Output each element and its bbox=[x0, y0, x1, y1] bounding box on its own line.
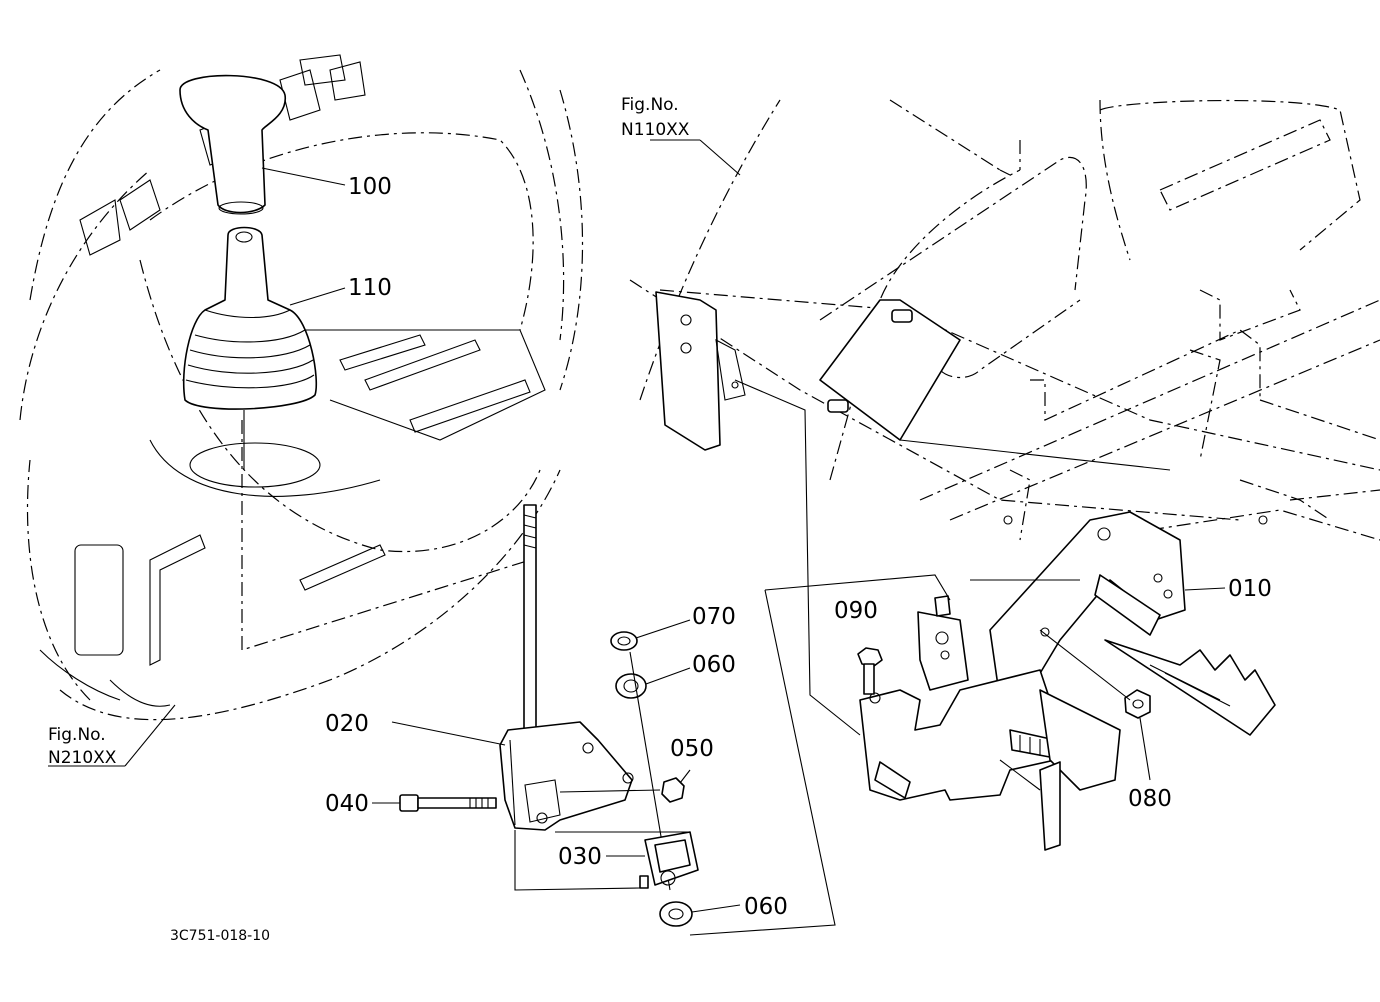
bracket-guide bbox=[514, 830, 641, 891]
callout-060-upper: 060 bbox=[692, 652, 736, 678]
leader-100 bbox=[261, 167, 346, 186]
axis-nut-080 bbox=[1039, 629, 1131, 701]
leader-070 bbox=[635, 619, 691, 639]
frame-outline bbox=[629, 99, 1380, 541]
washer-070 bbox=[610, 631, 638, 651]
washer-060-lower bbox=[659, 901, 693, 927]
leader-020 bbox=[391, 721, 506, 746]
frame-plate bbox=[655, 291, 746, 451]
leader-080 bbox=[1139, 717, 1151, 781]
leader-060-upper bbox=[645, 667, 691, 685]
callout-080: 080 bbox=[1128, 786, 1172, 812]
leader-010 bbox=[1184, 587, 1226, 591]
leader-060-lower bbox=[691, 904, 741, 913]
callout-060-lower: 060 bbox=[744, 894, 788, 920]
fig-ref-top-leader bbox=[699, 139, 741, 176]
fig-ref-bottom-label: Fig.No. bbox=[48, 725, 106, 745]
fig-ref-top-label: Fig.No. bbox=[621, 95, 679, 115]
leader-110 bbox=[289, 287, 346, 306]
callout-100: 100 bbox=[348, 174, 392, 200]
callout-090: 090 bbox=[834, 598, 878, 624]
gear-knob bbox=[179, 74, 286, 215]
callout-020: 020 bbox=[325, 711, 369, 737]
nut-080 bbox=[1124, 689, 1151, 719]
leader-050 bbox=[679, 769, 691, 784]
fig-ref-top-value: N110XX bbox=[621, 120, 690, 140]
guide-plate bbox=[1104, 639, 1276, 736]
callout-010: 010 bbox=[1228, 576, 1272, 602]
lever-assembly bbox=[499, 504, 634, 831]
stud-bracket bbox=[819, 299, 1171, 471]
link-guide-lower bbox=[689, 589, 836, 936]
link-guide-frame bbox=[734, 379, 861, 736]
callout-070: 070 bbox=[692, 604, 736, 630]
bracket-010 bbox=[970, 511, 1186, 701]
block-030 bbox=[639, 831, 699, 889]
link-guide-upper bbox=[764, 574, 951, 601]
bolt-040 bbox=[399, 794, 497, 812]
nut-050 bbox=[661, 777, 685, 803]
bolt-090 bbox=[857, 647, 883, 695]
drawing-number: 3C751-018-10 bbox=[170, 928, 270, 944]
callout-050: 050 bbox=[670, 736, 714, 762]
centerline-lever bbox=[241, 420, 531, 651]
lever-boot bbox=[182, 226, 318, 470]
callout-040: 040 bbox=[325, 791, 369, 817]
fig-ref-bottom-leader bbox=[124, 704, 176, 767]
lower-bracket bbox=[859, 595, 1121, 851]
axis-nut bbox=[559, 789, 661, 793]
washer-060-upper bbox=[615, 673, 647, 699]
fig-ref-bottom-value: N210XX bbox=[48, 748, 117, 768]
callout-110: 110 bbox=[348, 275, 392, 301]
callout-030: 030 bbox=[558, 844, 602, 870]
